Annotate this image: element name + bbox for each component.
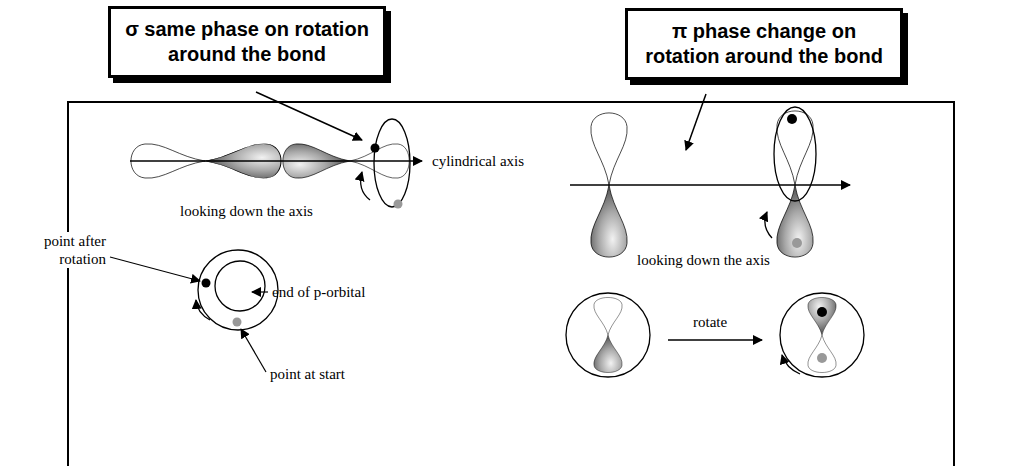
outer-circle [780, 293, 864, 377]
callout-text: σ same phase on rotation around the bond [121, 17, 373, 67]
pi-end-view [566, 293, 864, 377]
rotation-ring [374, 119, 410, 207]
leader-line [252, 291, 268, 292]
sigma-side-view [130, 119, 422, 209]
start-point-dot [792, 238, 802, 248]
callout-box: σ same phase on rotation around the bond [108, 6, 386, 78]
illustration-label: rotate [693, 313, 727, 331]
cylindrical-axis [130, 160, 422, 161]
end-point-dot [817, 307, 827, 317]
outer-circle [566, 293, 650, 377]
p-lobe-shaded [808, 297, 836, 335]
outer-circle [198, 250, 278, 330]
p-lobe [808, 335, 836, 373]
rotate-arrow [668, 339, 762, 340]
p-lobe [591, 113, 627, 185]
orbital-end-circle [215, 261, 265, 311]
pi-side-view [570, 107, 850, 257]
illustration-label: looking down the axis [637, 251, 770, 269]
p-lobe-shaded [591, 185, 627, 257]
illustration-label: looking down the axis [180, 202, 313, 220]
start-point-dot [817, 353, 827, 363]
illustration-label: cylindrical axis [432, 152, 524, 170]
callout-leader [256, 92, 362, 140]
leader-line [110, 257, 200, 281]
callout-text: π phase change on rotation around the bo… [638, 19, 890, 69]
rotation-arrow [765, 212, 772, 238]
callout-box: π phase change on rotation around the bo… [625, 8, 903, 80]
p-lobe [777, 111, 813, 185]
rotation-arrow [196, 300, 210, 320]
illustration-label: point after rotation [30, 232, 108, 268]
rotation-ring [774, 107, 816, 201]
p-lobe-shaded [594, 335, 622, 373]
callout-leader [686, 94, 706, 150]
p-lobe-shaded [777, 185, 813, 257]
panel-frame [68, 102, 954, 466]
start-point-dot [394, 200, 403, 209]
leader-line [241, 329, 266, 372]
p-lobe [594, 297, 622, 335]
end-point-dot [371, 144, 380, 153]
cylindrical-axis [570, 184, 850, 185]
start-point-dot [233, 318, 242, 327]
sigma-end-view [110, 250, 278, 372]
end-point-dot [787, 114, 797, 124]
illustration-label: end of p-orbital [272, 283, 365, 301]
rotation-arrow [361, 172, 370, 200]
end-point-dot [202, 279, 211, 288]
illustration-label: point at start [270, 365, 345, 383]
rotation-arrow [782, 355, 800, 374]
